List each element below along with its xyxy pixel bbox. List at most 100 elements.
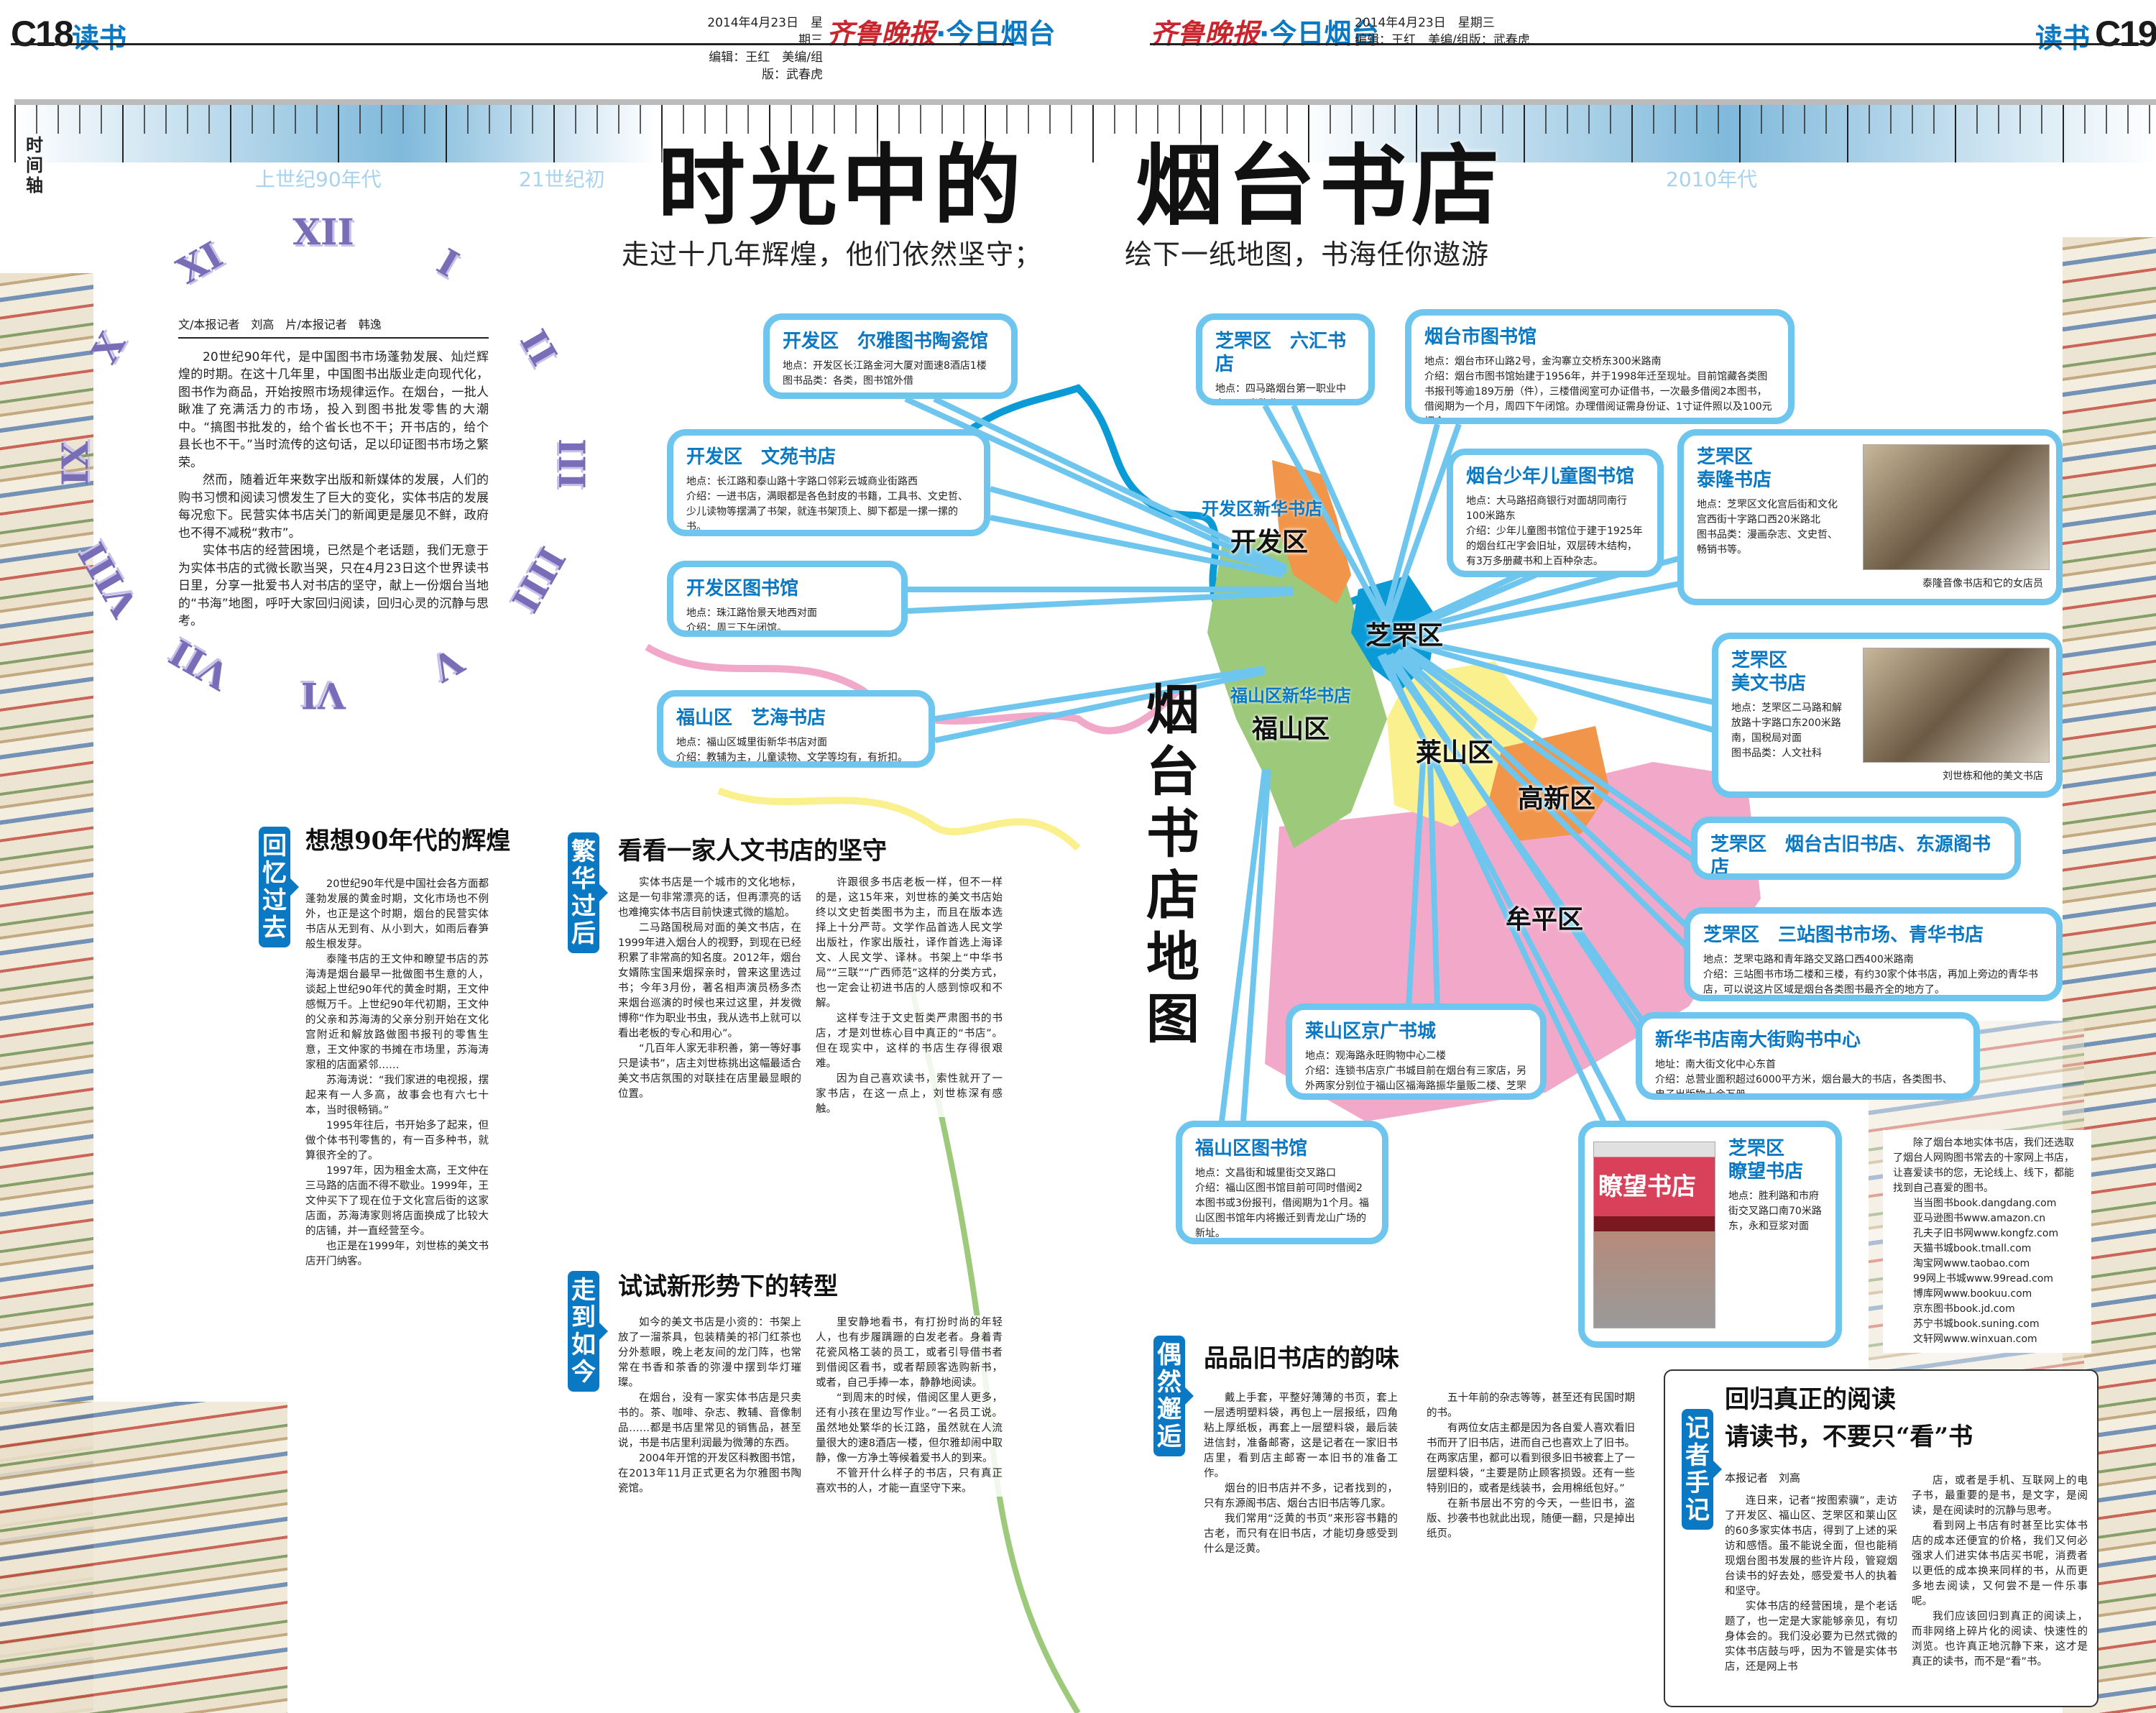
callout-line [989,486,1288,574]
online-intro: 除了烟台本地实体书店，我们还选取了烟台人网购图书常去的十家网上书店，让喜爱读书的… [1893,1137,2074,1194]
article-paragraph: 1995年往后，书开始多了起来，但做个体书刊零售的，有一百多种书，就算很齐全的了… [305,1120,489,1162]
article-paragraph: 20世纪90年代是中国社会各方面都蓬勃发展的黄金时期，文化市场也不例外，也正是这… [305,878,489,950]
store-photo [1863,648,2050,763]
store-callout: 新华书店南大街购书中心地址：南大街文化中心东首介绍：总营业面积超过6000平方米… [1636,1012,1980,1100]
online-store-link: 博库网www.bookuu.com [1913,1288,2032,1300]
article-column: 20世纪90年代是中国社会各方面都蓬勃发展的黄金时期，文化市场也不例外，也正是这… [305,877,489,1269]
article-paragraph: “到周末的时候，借阅区里人更多，还有小孩在里边写作业。”一名员工说。虽然地处繁华… [816,1392,1003,1464]
callout-line [1240,768,1271,1122]
article-paragraph: 里安静地看书，有打扮时尚的年轻人，也有步履蹒跚的白发老者。身着青花瓷风格工装的员… [816,1317,1003,1389]
clock-numeral: XII [292,211,354,253]
article-heading: 想想90年代的辉煌 [305,827,511,855]
district-label-laishan: 莱山区 [1416,738,1494,768]
store-detail: 介绍：少年儿童图书馆位于建于1925年的烟台红卍字会旧址，双层砖木结构，有3万多… [1466,525,1643,567]
callout-line [1262,404,1390,627]
article-paragraph: 苏海涛说：“我们家进的电视报，摆起来有一人多高，故事会也有六七十本，当时很畅销。… [305,1075,489,1116]
store-callout: 烟台市图书馆地点：烟台市环山路2号，金沟寨立交桥东300米路南介绍：烟台市图书馆… [1405,309,1795,424]
callout-line [907,590,1294,614]
store-callout: 开发区 文苑书店地点：长江路和泰山路十字路口邻彩云城商业街路西介绍：一进书店，满… [667,429,990,536]
callout-line [1404,572,1726,639]
store-name: 芝罘区 瞭望书店 [1728,1138,1804,1182]
section-tag: 繁华过后 [568,832,599,953]
callout-line [990,515,1284,578]
article-column: 连日来，记者“按图索骥”，走访了开发区、福山区、芝罘区和莱山区的60多家实体书店… [1725,1494,1897,1675]
callout-line [904,396,1284,574]
article-column: 五十年前的杂志等等，甚至还有民国时期的书。有两位女店主都是因为各自爱人喜欢看旧书… [1427,1391,1635,1542]
store-detail: 地点：文昌街和城里街交叉路口 [1195,1167,1336,1179]
photo-caption: 泰隆音像书店和它的女店员 [1922,578,2043,589]
store-name: 芝罘区 烟台古旧书店、东源阁书店 [1710,834,1991,878]
store-callout: 芝罘区 三站图书市场、青华书店地点：芝罘屯路和青年路交叉路口西400米路南介绍：… [1684,907,2063,1001]
article-paragraph: 泰隆书店的王文仲和瞭望书店的苏海涛是烟台最早一批做图书生意的人，谈起上世纪90年… [305,954,489,1071]
inland-border-2 [717,787,1081,851]
store-photo: 瞭望书店 [1593,1142,1715,1328]
store-callout: 福山区图书馆地点：文昌街和城里街交叉路口介绍：福山区图书馆目前可同时借阅2本图书… [1176,1121,1388,1244]
article-column: 许跟很多书店老板一样，但不一样的是，这15年来，刘世栋的美文书店始终以文史哲类图… [816,876,1003,1117]
store-name: 芝罘区 泰隆书店 [1697,446,1772,491]
subtitle-left: 走过十几年辉煌，他们依然坚守； [622,239,1043,270]
store-name: 芝罘区 六汇书店 [1215,331,1347,375]
article-paragraph: 店，或者是手机、互联网上的电子书，最重要的是书，是文字，是阅读，是在阅读时的沉静… [1912,1475,2088,1517]
article-column: 戴上手套，平整好薄薄的书页，套上一层透明塑料袋，再包上一层报纸，四角粘上厚纸板，… [1204,1391,1398,1557]
intro-paragraph: 20世纪90年代，是中国图书市场蓬勃发展、灿烂辉煌的时期。在这十几年里，中国图书… [178,349,489,470]
article-paragraph: 2004年开馆的开发区科教图书馆，在2013年11月正式更名为尔雅图书陶瓷馆。 [618,1453,801,1494]
store-callout: 福山区 艺海书店地点：福山区城里街新华书店对面介绍：教辅为主，儿童读物、文学等均… [657,690,935,768]
online-store-link: 文轩网www.winxuan.com [1913,1333,2037,1345]
store-detail: 图书品类：各类，图书馆外借 [783,375,913,387]
issue-date: 2014年4月23日 星期三 [1355,16,1495,30]
store-detail: 介绍：周三下午闭馆。 [686,623,787,634]
article-paragraph: 我们常用“泛黄的书页”来形容书籍的古老，而只有在旧书店，才能切身感受到什么是泛黄… [1204,1513,1398,1555]
callout-line [1427,761,1440,1007]
store-callout: 莱山区京广书城地点：观海路永旺购物中心二楼介绍：连锁书店京广书城目前在烟台有三家… [1286,1004,1547,1100]
store-callout: 芝罘区 瞭望书店地点：胜利路和市府街交叉路口南70米路东，永和豆浆对面瞭望书店 [1578,1121,1842,1348]
article-subheading: 请读书，不要只“看”书 [1725,1423,1973,1451]
callout-line [1219,768,1268,1122]
intro-paragraph: 然而，随着近年来数字出版和新媒体的发展，人们的购书习惯和阅读习惯发生了巨大的变化… [178,473,489,541]
online-store-link: 孔夫子旧书网www.kongfz.com [1913,1228,2059,1239]
store-name: 烟台少年儿童图书馆 [1466,466,1635,487]
article-paragraph: 五十年前的杂志等等，甚至还有民国时期的书。 [1427,1392,1635,1419]
online-bookstores-panel: 除了烟台本地实体书店，我们还选取了烟台人网购图书常去的十家网上书店，让喜爱读书的… [1883,1130,2091,1353]
store-detail: 介绍：连锁书店京广书城目前在烟台有三家店，另外两家分别位于福山区福海路振华量贩二… [1305,1065,1526,1092]
header-info-left: 2014年4月23日 星期三 编辑：王红 美编/组版：武春虎 [701,14,823,83]
article-paragraph: 烟台的旧书店并不多，记者找到的，只有东源阁书店、烟台古旧书店等几家。 [1204,1483,1398,1510]
article-paragraph: 我们应该回归到真正的阅读上，而非网络上碎片化的阅读、快速性的浏览。也许真正地沉静… [1912,1611,2088,1668]
article-paragraph: 这样专注于文史哲类严肃图书的书店，才是刘世栋心目中真正的“书店”。但在现实中，这… [816,1013,1003,1070]
article-paragraph: 连日来，记者“按图索骥”，走访了开发区、福山区、芝罘区和莱山区的60多家实体书店… [1725,1495,1897,1597]
callout-line [1408,637,1726,707]
district-label-fushan: 福山区 [1252,715,1330,744]
store-detail: 介绍：一进书店，满眼都是各色封皮的书籍，工具书、文史哲、少儿读物等摆满了书架，就… [686,491,968,533]
section-tag: 记者手记 [1682,1409,1713,1530]
callout-line [934,666,1266,722]
callout-line [934,669,1266,743]
online-store-link: 京东图书book.jd.com [1913,1303,2015,1315]
callout-line [1403,644,1698,851]
callout-line [1381,423,1440,627]
store-photo [1863,444,2050,570]
page-number-right: C19 [2095,14,2156,54]
store-name: 福山区图书馆 [1195,1138,1308,1159]
book-stack-bottom-left-image [0,1402,287,1713]
section-name-right: 读书 [2035,22,2091,54]
callout-line [1407,640,1726,736]
store-detail: 介绍：福山区图书馆目前可同时借阅2本图书或3份报刊，借阅期为1个月。福山区图书馆… [1195,1182,1369,1239]
article-column: 如今的美文书店是小资的：书架上放了一溜茶具，包装精美的祁门红茶也分外惹眼，晚上老… [618,1315,801,1497]
store-detail: 地址：南大街文化中心东首 [1655,1059,1776,1070]
district-gaoxin [1488,726,1610,841]
article-paragraph: 有两位女店主都是因为各自爱人喜欢看旧书而开了旧书店，进而自己也喜欢上了旧书。在两… [1427,1423,1635,1494]
store-detail: 地点：芝罘区文化宫后街和文化宫西街十字路口西20米路北 [1697,499,1838,525]
subtitle-right: 绘下一纸地图，书海任你遨游 [1125,239,1490,270]
online-store-link: 淘宝网www.taobao.com [1913,1258,2030,1269]
store-detail: 地点：四马路烟台第一职业中专西60米路北 [1215,383,1346,405]
store-name: 开发区 尔雅图书陶瓷馆 [783,331,989,352]
store-detail: 介绍：教辅为主，儿童读物、文学等均有，有折扣。 [676,752,908,763]
xinhua-label-fushan: 福山区新华书店 [1230,686,1351,706]
callout-line [1400,543,1726,635]
section-tag: 回忆过去 [259,827,290,947]
callout-line [1406,761,1426,1007]
callout-line [1392,652,1713,973]
district-fushan [1207,532,1387,848]
article-paragraph: 实体书店的经营困境，是个老话题了，也一定是大家能够亲见，有切身体会的。我们没必要… [1725,1601,1897,1673]
page-number-left: C18 [11,14,74,54]
